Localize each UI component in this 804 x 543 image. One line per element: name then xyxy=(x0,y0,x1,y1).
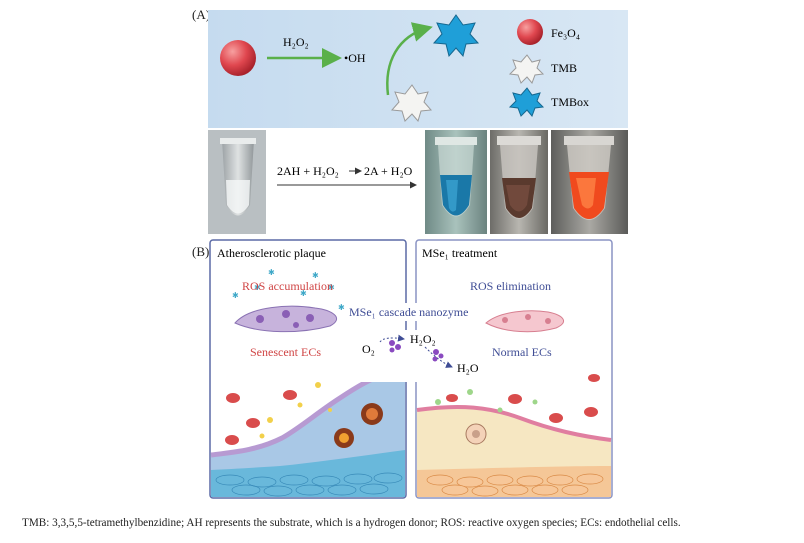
svg-text:✱: ✱ xyxy=(300,289,307,298)
svg-text:✱: ✱ xyxy=(268,268,275,277)
svg-text:✱: ✱ xyxy=(328,283,335,292)
svg-text:✱: ✱ xyxy=(312,271,319,280)
h2o-label: H₂O xyxy=(457,361,479,375)
senescent-ec-cluster xyxy=(234,305,337,333)
panel-b-label: (B) xyxy=(192,244,210,259)
svg-text:✱: ✱ xyxy=(232,291,239,300)
nanozyme-label-bg xyxy=(345,303,485,321)
endothelium-right xyxy=(416,404,612,442)
cascade-bg xyxy=(360,330,472,382)
panel-a-label: (A) xyxy=(192,7,211,22)
red-blood-cell xyxy=(226,393,240,403)
o2-label: O₂ xyxy=(362,342,375,356)
h2o2-label: H₂O₂ xyxy=(410,332,436,346)
legend-fe3o4-label: Fe₃O₄ xyxy=(551,26,580,40)
legend-tmb-icon xyxy=(508,54,545,84)
senescent-ecs-label: Senescent ECs xyxy=(250,345,321,359)
left-title: Atherosclerotic plaque xyxy=(217,246,326,260)
reagent-h2o2: H₂O₂ xyxy=(283,35,309,49)
figure-caption: TMB: 3,3,5,5-tetramethylbenzidine; AH re… xyxy=(22,517,681,529)
nanozyme-label: MSe₁ cascade nanozyme xyxy=(349,305,468,319)
svg-text:✱: ✱ xyxy=(338,303,345,312)
fe3o4-particle-icon xyxy=(220,40,256,76)
hydroxyl-radical: •OH xyxy=(344,51,366,65)
legend-tmbox-icon xyxy=(508,87,545,117)
reaction-rhs: 2A + H₂O xyxy=(364,164,413,178)
reaction-lhs: 2AH + H₂O₂ xyxy=(277,164,339,178)
ros-elimination-label: ROS elimination xyxy=(470,279,551,293)
normal-ec-cluster xyxy=(485,310,565,333)
legend-tmbox-label: TMBox xyxy=(551,95,589,109)
right-title: MSe₁ treatment xyxy=(422,246,498,260)
normal-ecs-label: Normal ECs xyxy=(492,345,552,359)
nanozyme-particles xyxy=(389,340,444,362)
tmbox-star-icon xyxy=(432,14,480,58)
tmb-star-icon xyxy=(390,84,433,123)
svg-text:✱: ✱ xyxy=(254,283,261,292)
ros-particles: ✱ ✱ ✱ ✱ ✱ ✱ ✱ xyxy=(232,268,345,312)
oxidation-arrow xyxy=(386,22,433,96)
legend-fe3o4-icon xyxy=(517,19,543,45)
ros-accumulation-label: ROS accumulation xyxy=(242,279,333,293)
legend-tmb-label: TMB xyxy=(551,61,577,75)
